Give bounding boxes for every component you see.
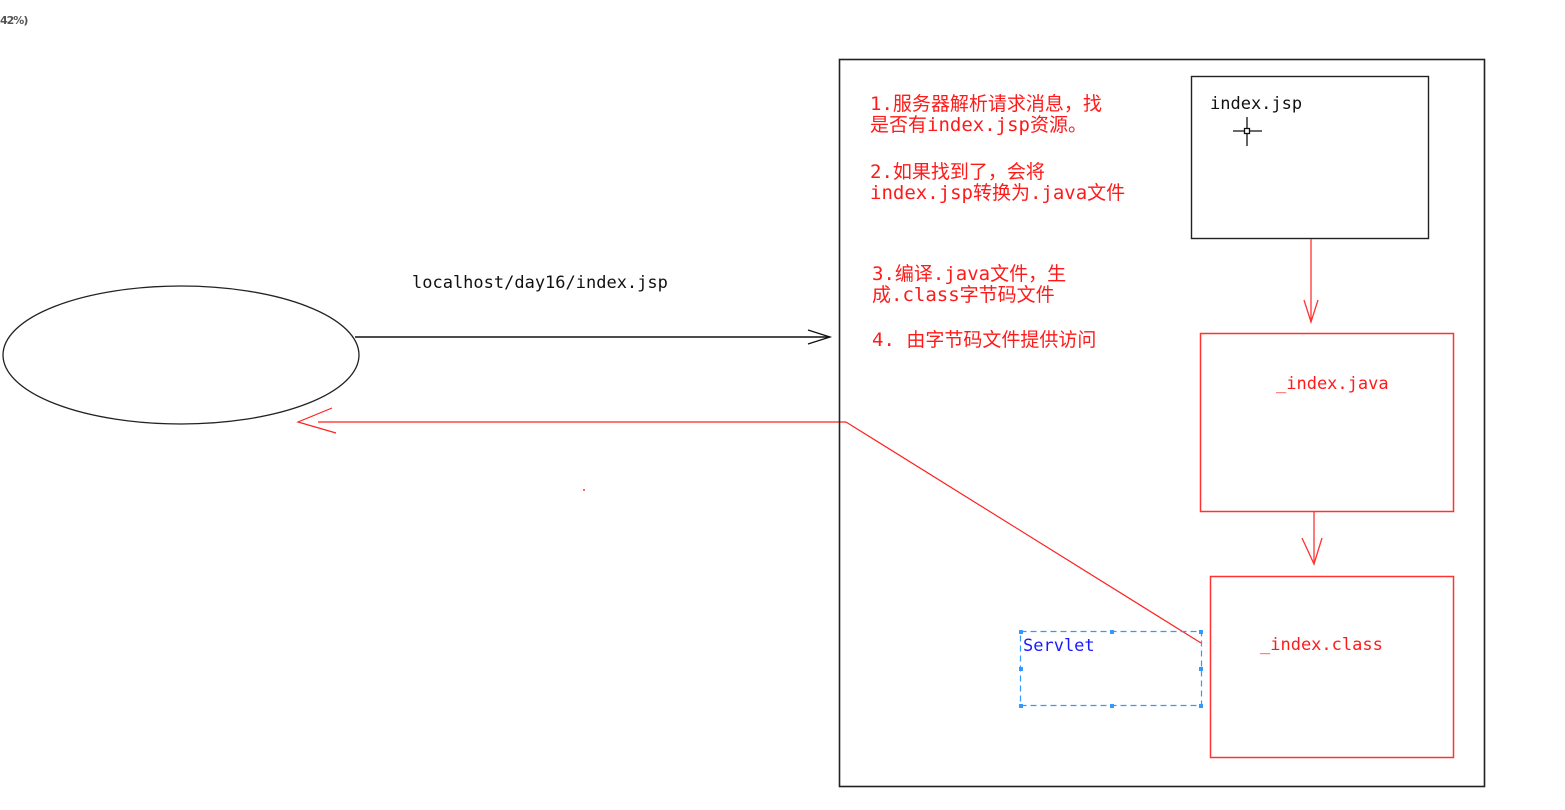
servlet-selection-box[interactable] xyxy=(1019,630,1203,708)
java-file-box[interactable] xyxy=(1199,332,1455,513)
crosshair-cursor-icon xyxy=(1233,117,1262,146)
step-4-line-1: 4. 由字节码文件提供访问 xyxy=(872,329,1097,351)
zoom-level-label: 42%) xyxy=(0,14,28,27)
step-1-line-1: 1.服务器解析请求消息，找 xyxy=(870,93,1102,115)
client-ellipse[interactable] xyxy=(2,285,360,425)
class-file-box[interactable] xyxy=(1209,575,1455,759)
step-3-line-2: 成.class字节码文件 xyxy=(872,284,1055,306)
response-arrow xyxy=(296,407,1202,644)
request-url-label: localhost/day16/index.jsp xyxy=(412,273,668,293)
request-arrow xyxy=(355,329,833,345)
class-file-label: _index.class xyxy=(1260,635,1383,655)
step-3-line-1: 3.编译.java文件，生 xyxy=(872,263,1067,285)
step-1-line-2: 是否有index.jsp资源。 xyxy=(870,114,1087,136)
arrow-jsp-to-java xyxy=(1303,239,1319,325)
server-box[interactable] xyxy=(838,58,1486,788)
stray-dot xyxy=(583,489,585,491)
arrow-java-to-class xyxy=(1301,512,1323,566)
servlet-label: Servlet xyxy=(1023,636,1095,656)
jsp-file-label: index.jsp xyxy=(1210,94,1303,114)
java-file-label: _index.java xyxy=(1276,374,1389,394)
step-2-line-1: 2.如果找到了，会将 xyxy=(870,161,1045,183)
jsp-file-box[interactable] xyxy=(1190,75,1430,240)
step-2-line-2: index.jsp转换为.java文件 xyxy=(870,182,1126,204)
